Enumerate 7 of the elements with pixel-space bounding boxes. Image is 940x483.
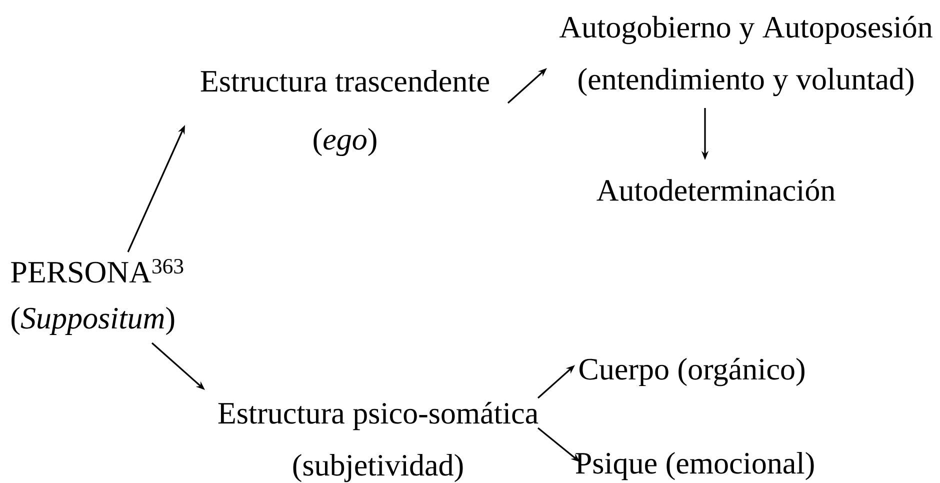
- text-label: Estructura trascendente (ego): [200, 70, 489, 156]
- text-label: Psique (emocional): [576, 452, 814, 480]
- text-label: Autodeterminación: [596, 179, 836, 201]
- text-label: Autogobierno y Autoposesión (entendimiento y voluntad): [559, 16, 932, 96]
- text-label: PERSONA$^{363}$ (Suppositum): [11, 259, 184, 335]
- text-label: Cuerpo (orgánico): [580, 358, 804, 386]
- text-label: Estructura psico-somática (subjetividad): [218, 402, 538, 482]
